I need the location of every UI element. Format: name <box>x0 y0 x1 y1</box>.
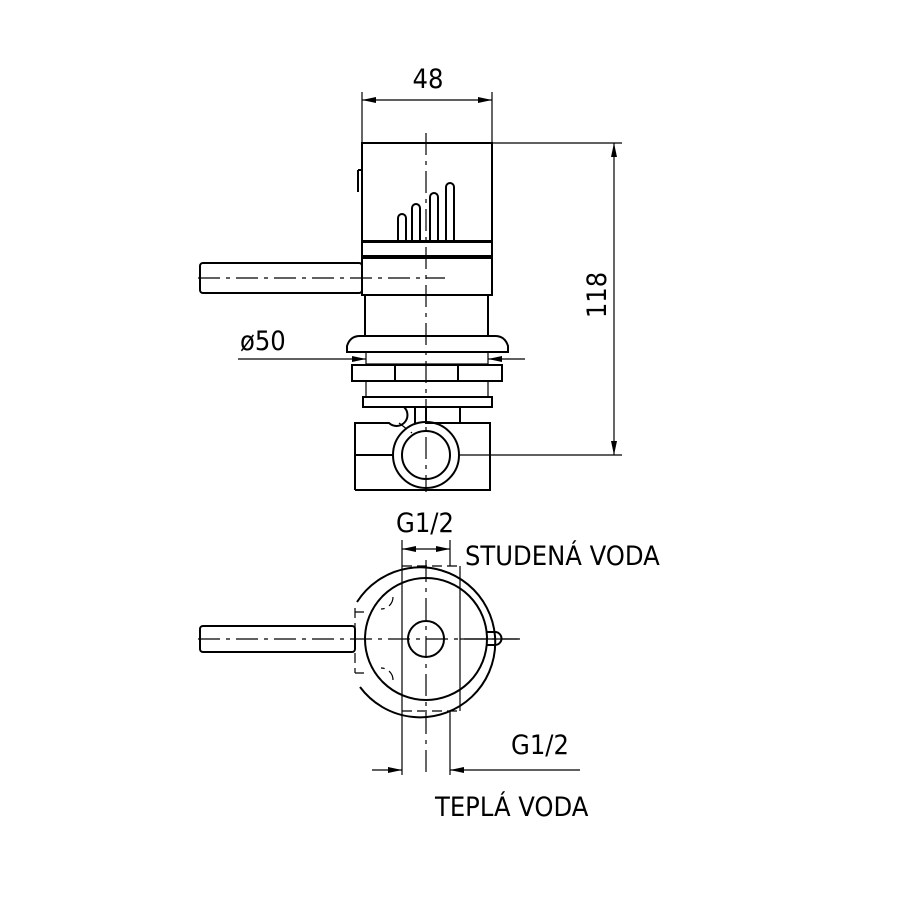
thread-cold: G1/2 <box>396 508 454 539</box>
dim-height: 118 <box>582 272 613 318</box>
front-view: 48 118 ø50 <box>198 64 622 492</box>
temperature-scale-marks <box>397 182 455 241</box>
dim-width: 48 <box>413 64 444 95</box>
top-view: G1/2 STUDENÁ VODA G1/2 TEPLÁ VODA <box>198 508 660 823</box>
outer-circle <box>356 566 497 719</box>
label-cold: STUDENÁ VODA <box>465 540 660 572</box>
dim-diameter: ø50 <box>240 326 286 357</box>
thread-hot: G1/2 <box>511 730 569 761</box>
cap-body <box>361 142 493 242</box>
flange <box>346 335 509 353</box>
label-hot: TEPLÁ VODA <box>434 791 589 823</box>
nut <box>351 364 503 382</box>
